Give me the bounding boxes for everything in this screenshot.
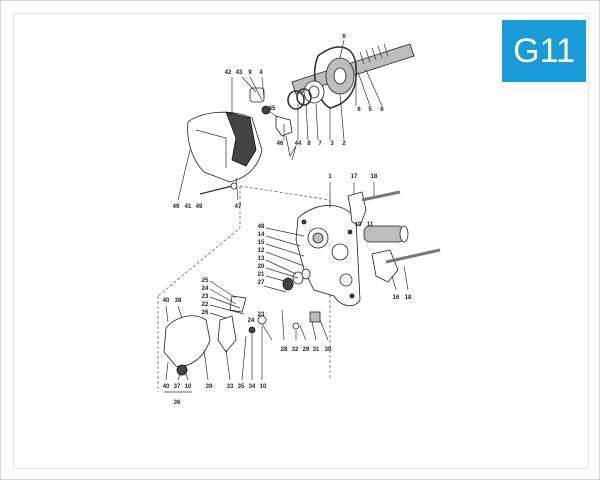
section-badge: G11 (502, 20, 586, 82)
callout: 5 (368, 107, 372, 113)
callout: 13 (258, 256, 265, 262)
callout: 45 (269, 106, 276, 112)
callout: 17 (351, 174, 358, 180)
upper-cover (187, 111, 263, 183)
long-bolt (199, 182, 238, 195)
callout: 48 (258, 224, 265, 230)
callout: 35 (238, 384, 245, 390)
callout: 27 (258, 280, 265, 286)
selector-fork-upper (347, 190, 401, 227)
callout: 22 (202, 302, 209, 308)
callout: 6 (342, 34, 346, 40)
callout: 30 (325, 347, 332, 353)
callout: 36 (174, 400, 181, 406)
callout: 9 (248, 70, 252, 76)
callout: 24 (202, 286, 209, 292)
callout: 41 (185, 204, 192, 210)
callout: 12 (258, 248, 265, 254)
callout: 6 (380, 107, 384, 113)
selector-fork-lower (371, 248, 441, 283)
side-cover (163, 315, 211, 376)
callout: 25 (202, 278, 209, 284)
callout: 14 (258, 232, 265, 238)
callout: 32 (292, 347, 299, 353)
shift-drum (363, 225, 409, 243)
callout: 23 (202, 294, 209, 300)
callout: 28 (281, 347, 288, 353)
lower-seal-stack (282, 268, 311, 291)
callout: 34 (249, 384, 256, 390)
small-parts (248, 311, 321, 334)
callout: 15 (258, 240, 265, 246)
callout: 19 (355, 222, 362, 228)
callout: 18 (371, 174, 378, 180)
callout: 44 (295, 141, 302, 147)
callout-labels: 6 42 43 9 4 45 46 44 8 7 3 2 6 5 6 49 41… (163, 34, 412, 406)
callout: 37 (174, 384, 181, 390)
callout: 33 (227, 384, 234, 390)
lever-plate (217, 295, 247, 353)
assembly-connector (157, 185, 331, 392)
callout: 2 (342, 141, 346, 147)
callout: 39 (206, 384, 213, 390)
callout: 20 (258, 264, 265, 270)
callout: 31 (313, 347, 320, 353)
callout: 47 (235, 204, 242, 210)
callout: 24 (248, 318, 255, 324)
callout: 23 (258, 312, 265, 318)
leaders-upper (177, 39, 383, 201)
callout: 16 (393, 295, 400, 301)
callout: 49 (196, 204, 203, 210)
callout: 40 (163, 384, 170, 390)
callout: 3 (330, 141, 334, 147)
housing (295, 205, 361, 307)
callout: 8 (307, 141, 311, 147)
callout: 29 (303, 347, 310, 353)
callout: 26 (202, 310, 209, 316)
callout: 21 (258, 272, 265, 278)
bearing (303, 80, 325, 104)
callout: 4 (259, 70, 263, 76)
callout: 1 (328, 174, 332, 180)
callout: 38 (175, 298, 182, 304)
seal-rings (287, 88, 312, 110)
callout: 49 (173, 204, 180, 210)
callout: 11 (367, 222, 374, 228)
callout: 7 (318, 141, 322, 147)
callout: 40 (163, 298, 170, 304)
callout: 42 (225, 70, 232, 76)
callout: 18 (405, 295, 412, 301)
sensor-clip (275, 115, 297, 161)
leaders-lower (164, 182, 409, 393)
callout: 46 (277, 141, 284, 147)
callout: 43 (236, 70, 243, 76)
callout: 10 (185, 384, 192, 390)
drive-gear (325, 57, 355, 95)
callout: 10 (260, 384, 267, 390)
callout: 6 (357, 107, 361, 113)
